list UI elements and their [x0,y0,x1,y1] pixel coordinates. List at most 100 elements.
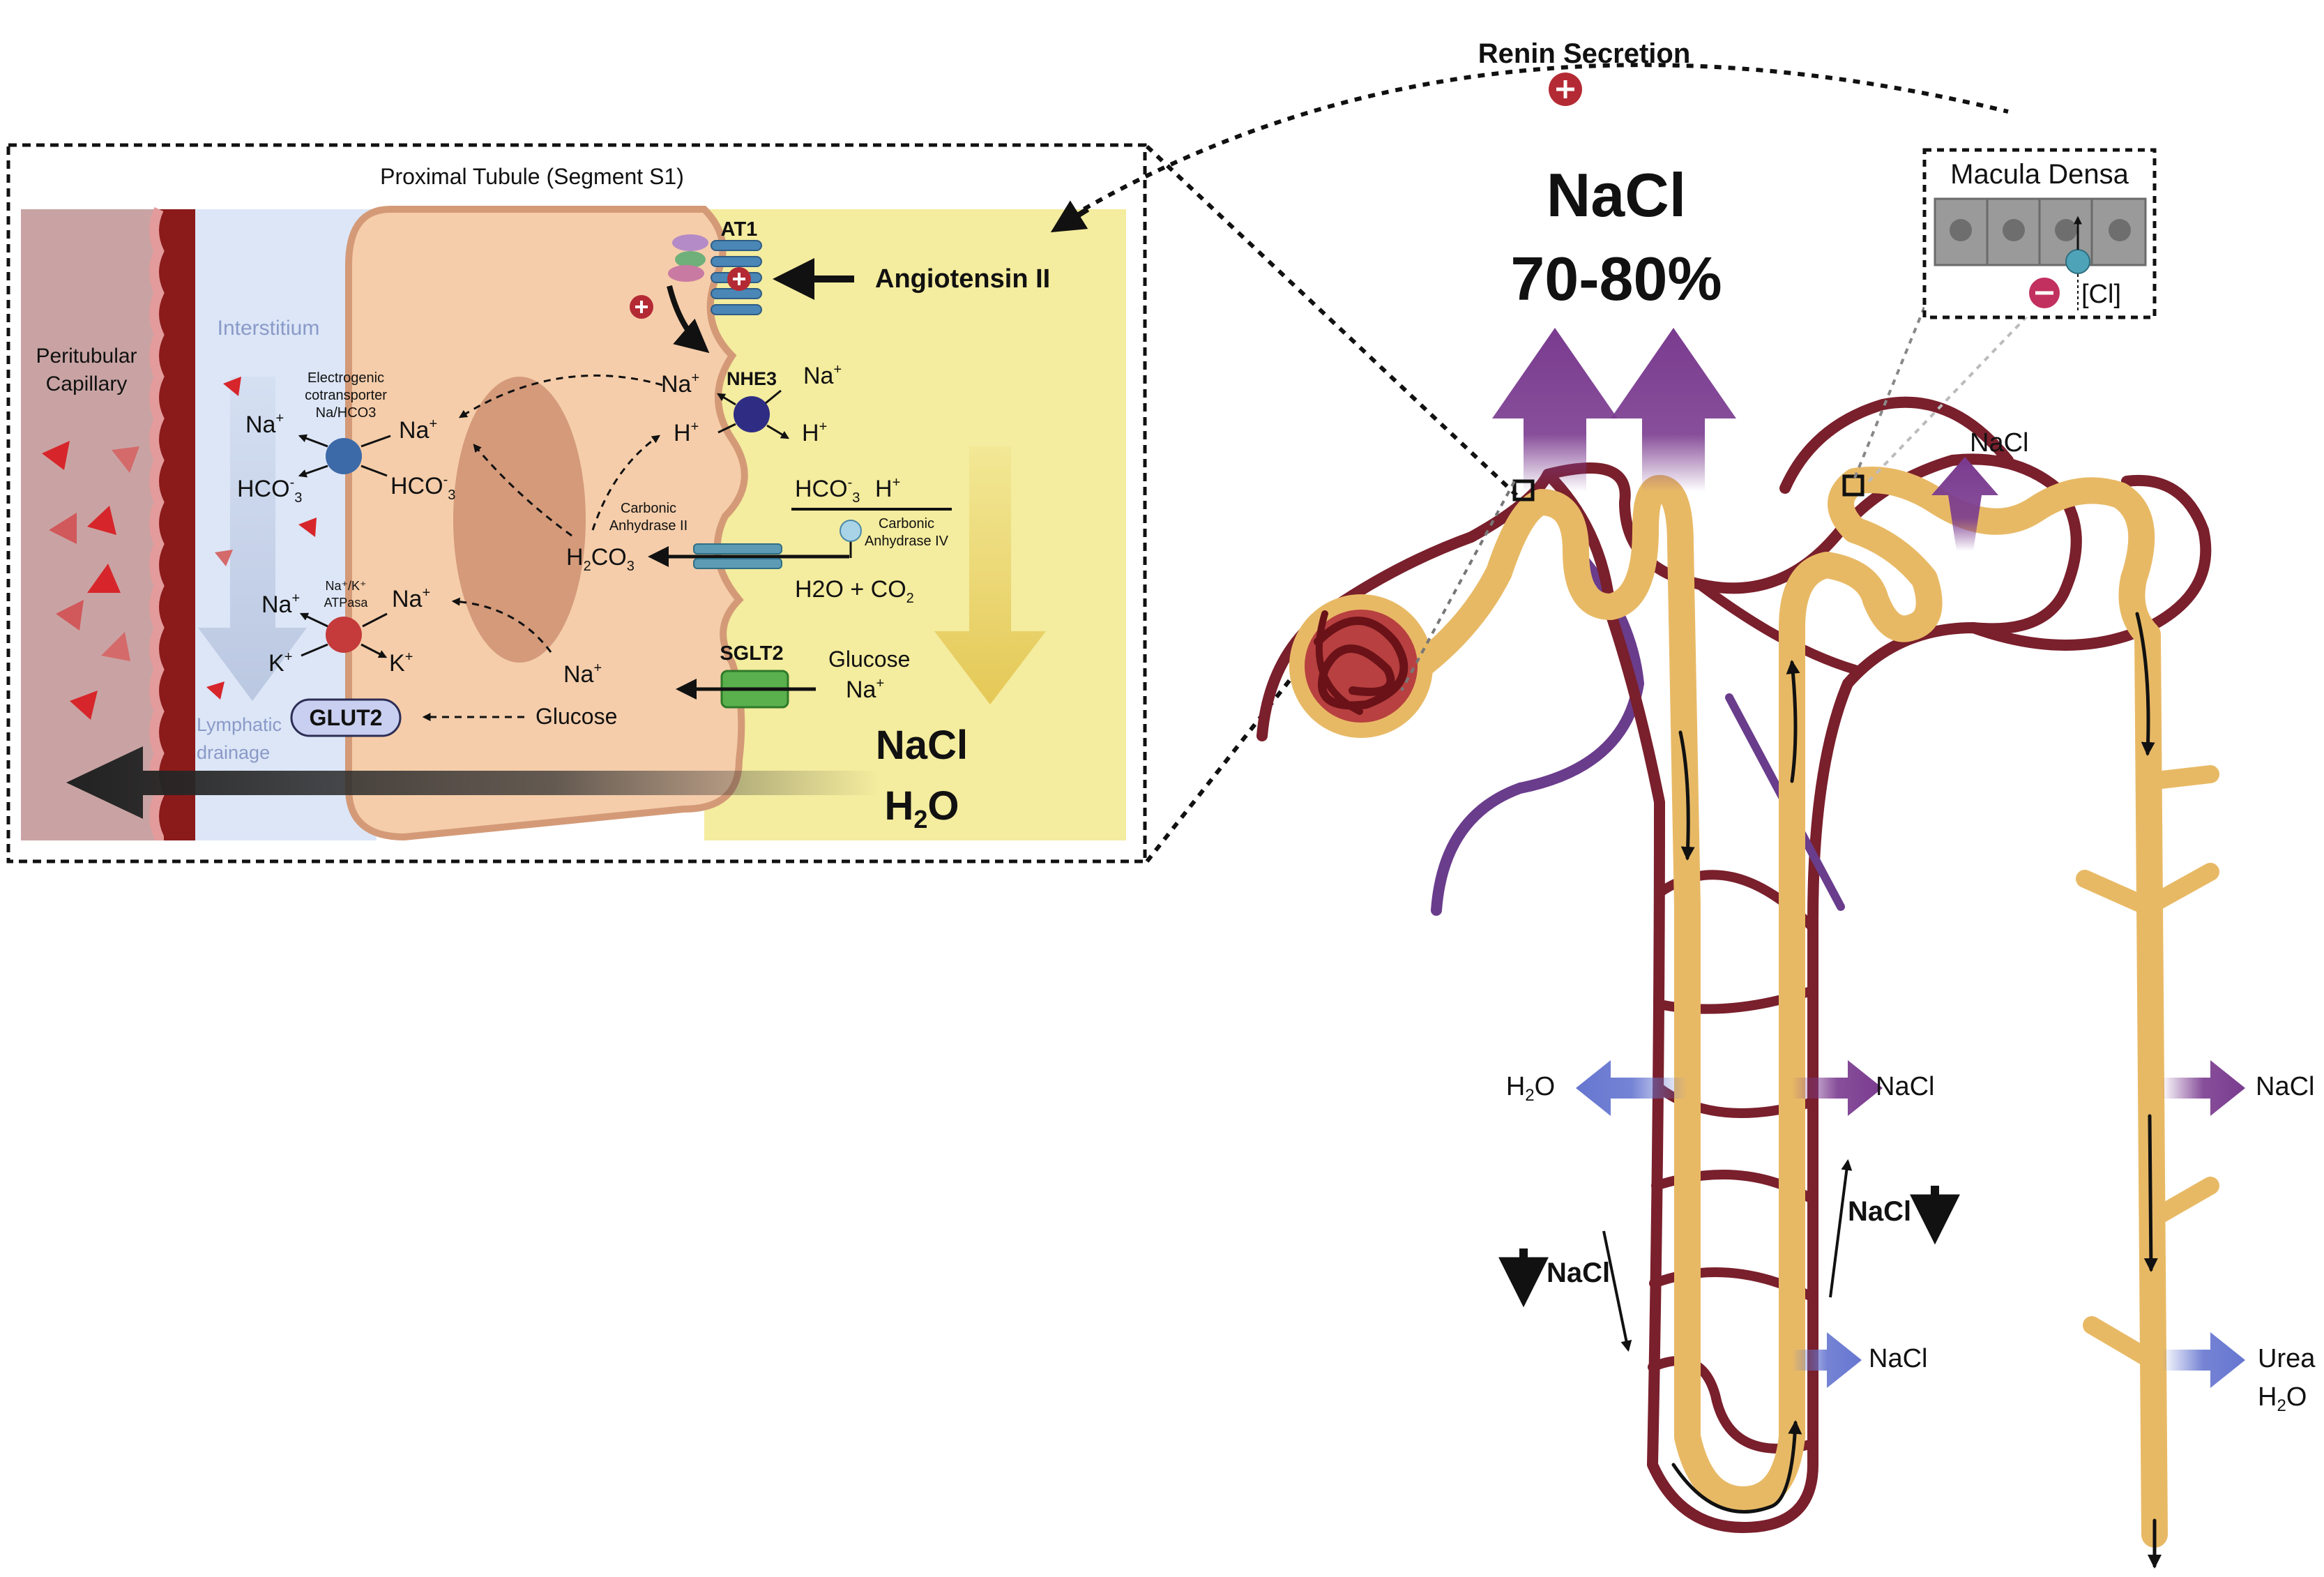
proximal-reabsorption-arrow-1 [1492,328,1618,492]
glut2-label: GLUT2 [310,705,383,730]
electrogenic-line3: Na/HCO3 [316,405,377,421]
cell-glucose: Glucose [536,704,617,729]
nhe3-na-in-arrow [765,389,782,405]
at1-receptor [668,234,762,315]
chloride-label: [Cl] [2081,280,2121,309]
atpase-k-in [301,643,328,657]
peritubular-capillaries [1542,453,2082,1533]
macula-callout-line-right [1867,305,2037,483]
distal-nacl-label: NaCl [1970,428,2028,458]
reabsorption-arrow [66,746,879,819]
renin-secretion-label: Renin Secretion [1478,38,1691,69]
h2o-co2-label: H2O + CO2 [795,576,914,606]
cotransporter-hco3-right: HCO-3 [390,472,455,503]
sglt2-label: SGLT2 [720,642,783,665]
nhe3-na-arrow [716,393,736,406]
interstitium-label: Interstitium [218,317,320,340]
nhe3-na-left: Na+ [661,370,699,398]
atpase-k-right: K+ [389,649,413,677]
hco3-transfer-arrow [473,444,572,537]
nacl-out-arrow-ascending [1792,1060,1883,1116]
nhe3-label: NHE3 [727,368,777,389]
electrogenic-line2: cotransporter [305,388,387,403]
tubule-lumen-region [704,209,1126,840]
urea-h2o-out-arrow [2162,1332,2245,1388]
atpase-na-arrow [299,612,328,628]
h2co3-label: H2CO3 [566,544,635,574]
nhe3-h-arrow [717,423,736,434]
angiotensin-label: Angiotensin II [875,264,1050,294]
renin-plus-icon-glyph [1556,80,1574,98]
lymphatic-label-line2: drainage [197,742,270,763]
nucleus [453,377,586,663]
proximal-reabsorption-arrow-2 [1611,328,1736,492]
aquaporin-channel [693,543,782,554]
macula-densa-inset [1922,148,2157,319]
lumen-hco3: HCO-3 [795,475,860,506]
carbonic-ii-line1: Carbonic [621,501,676,516]
nhe3-h-right: H+ [802,419,827,446]
thick-nacl-label: NaCl [1869,1344,1927,1373]
protein-particles [42,377,317,720]
nhe3-na-right: Na+ [803,362,842,389]
atpase-na-in [362,612,388,628]
glomerular-capillaries [1314,617,1408,710]
descending-nacl-label: NaCl [1547,1258,1610,1288]
flow-arrow-ascending [1786,660,1800,783]
collecting-h2o-label: H2O [2258,1382,2307,1415]
atpase-line2: ATPasa [324,596,369,610]
cotransporter-hco3-arrow [298,465,328,478]
lymphatic-label-line1: Lymphatic [197,714,282,735]
h-transfer-arrow [591,435,660,531]
electrogenic-line1: Electrogenic [307,370,384,386]
carbonic-iv-line1: Carbonic [879,516,934,531]
renal-tubule [1402,467,2168,1548]
cell-na: Na+ [563,661,602,688]
cotransporter-hco3-in [360,465,388,477]
endothelium [149,207,165,840]
lumen-flow-arrow [934,446,1046,704]
peritubular-label-line1: Peritubular [36,345,137,368]
na-transfer-arrow-bottom [451,597,552,653]
sglt2-na: Na+ [846,676,884,703]
zoom-callout-lines [1058,63,2009,863]
inset-nacl-label: NaCl [876,723,968,768]
nacl-gradient-arrow-down [1602,1230,1632,1352]
flow-arrow-loop [1671,1420,1802,1514]
urea-label: Urea [2258,1344,2316,1373]
atpase-k-arrow [360,643,388,658]
lymphatic-arrow [198,377,307,701]
aquaporin-channel-lower [693,558,782,569]
nacl-out-arrow-thick [1792,1332,1862,1388]
h2o-out-arrow [1576,1060,1687,1116]
atpase-k-left: K+ [268,649,292,677]
atpase-na-right: Na+ [392,585,430,612]
na-hco3-cotransporter [326,438,362,474]
renin-callout-arrow [1050,200,1090,233]
distal-tubule-nacl-label: NaCl [2256,1072,2314,1101]
na-transfer-arrow-top [458,374,663,418]
zoom-marker-proximal [1512,479,1535,501]
ascending-nacl-label: NaCl [1876,1072,1934,1101]
carbonic-ii-line2: Anhydrase II [609,518,688,534]
nhe3-h-left: H+ [674,419,699,446]
cotransporter-na-left: Na+ [245,411,284,438]
cotransporter-na-in [360,435,391,448]
plus-icon-glyph [635,301,648,313]
venous-vessel [1431,545,1644,916]
macula-densa-label: Macula Densa [1950,159,2129,190]
macula-callout-line-left [1853,306,1926,478]
zoom-marker-macula [1842,474,1864,497]
capillary-wall [158,209,195,840]
nephron [1256,396,2219,1569]
nacl-out-arrow-distal [2162,1060,2245,1116]
flow-arrow-collecting [2143,1114,2158,1272]
flow-arrow-descending [1678,730,1695,861]
nacl-big-label: NaCl [1547,160,1687,229]
distal-reabsorption-arrow [1931,457,1998,551]
na-k-atpase [326,617,362,653]
cotransporter-hco3-left: HCO-3 [237,475,302,506]
at1-label: AT1 [721,218,758,241]
inset-panel: Proximal Tubule (Segment S1) Peritubular… [6,143,1147,863]
